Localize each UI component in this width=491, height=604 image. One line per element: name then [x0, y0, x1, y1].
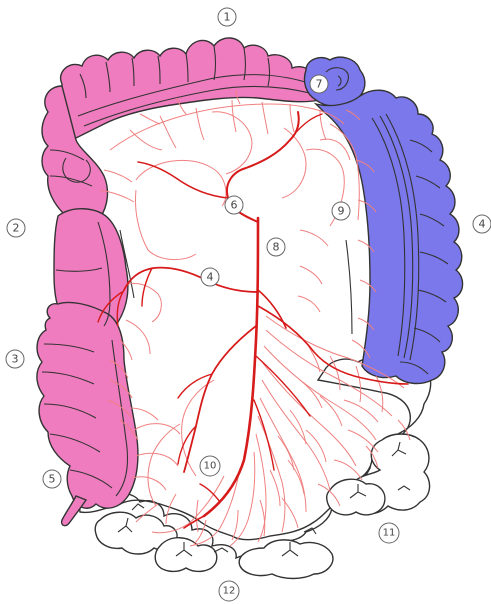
right-colic-branch: [142, 268, 152, 306]
label-2: 2: [7, 219, 25, 237]
label-3: 3: [6, 350, 24, 368]
vessel: [232, 510, 238, 540]
pink-colon: [37, 38, 320, 526]
jejunal-branch: [254, 400, 274, 470]
ileum-mid-loop: [155, 538, 217, 572]
vessel: [136, 453, 178, 466]
vessel: [290, 104, 294, 132]
label-8-text: 8: [273, 241, 280, 254]
vessel: [270, 470, 280, 506]
label-3-text: 3: [12, 353, 19, 366]
vessel: [300, 266, 322, 284]
transverse-colon: [61, 38, 320, 140]
vessel: [104, 170, 132, 182]
label-12: 12: [219, 581, 239, 601]
fold: [214, 548, 228, 552]
label-7: 7: [310, 75, 328, 93]
vessel: [136, 190, 197, 260]
blue-colon: [304, 57, 462, 383]
label-1: 1: [218, 8, 236, 26]
label-10: 10: [200, 456, 220, 476]
vessel: [344, 400, 378, 422]
fold: [132, 504, 144, 510]
label-6: 6: [225, 196, 243, 214]
label-12-text: 12: [223, 586, 236, 597]
vessel: [264, 346, 376, 440]
label-11: 11: [379, 523, 399, 543]
vessel: [212, 112, 252, 174]
label-9: 9: [332, 202, 350, 220]
label-6-text: 6: [231, 199, 238, 212]
label-10-text: 10: [204, 461, 217, 472]
vessel: [334, 460, 362, 480]
label-5: 5: [43, 470, 61, 488]
vessel: [136, 160, 226, 206]
vessel: [148, 424, 180, 506]
vessel: [298, 296, 320, 312]
mesentery-line: [346, 240, 352, 334]
label-5-text: 5: [49, 473, 56, 486]
mesentery-outline: [120, 230, 352, 334]
vessel: [320, 396, 342, 426]
label-7-text: 7: [316, 78, 323, 91]
label-4-right-text: 4: [479, 218, 486, 231]
label-9-text: 9: [338, 205, 345, 218]
label-4-center-text: 4: [207, 271, 214, 284]
label-4-center: 4: [201, 268, 219, 286]
vessel: [160, 116, 176, 148]
label-8: 8: [267, 238, 285, 256]
label-2-text: 2: [13, 222, 20, 235]
label-11-text: 11: [383, 528, 396, 539]
vessel: [260, 398, 306, 512]
vessel: [282, 128, 306, 198]
vessel: [300, 230, 328, 246]
left-colic-artery: [290, 114, 322, 140]
label-4-right: 4: [473, 215, 491, 233]
vessel: [130, 130, 162, 150]
vessel: [140, 114, 160, 124]
label-1-text: 1: [224, 11, 231, 24]
vessel: [196, 108, 204, 140]
vessel: [262, 102, 268, 134]
vessel: [126, 320, 150, 354]
